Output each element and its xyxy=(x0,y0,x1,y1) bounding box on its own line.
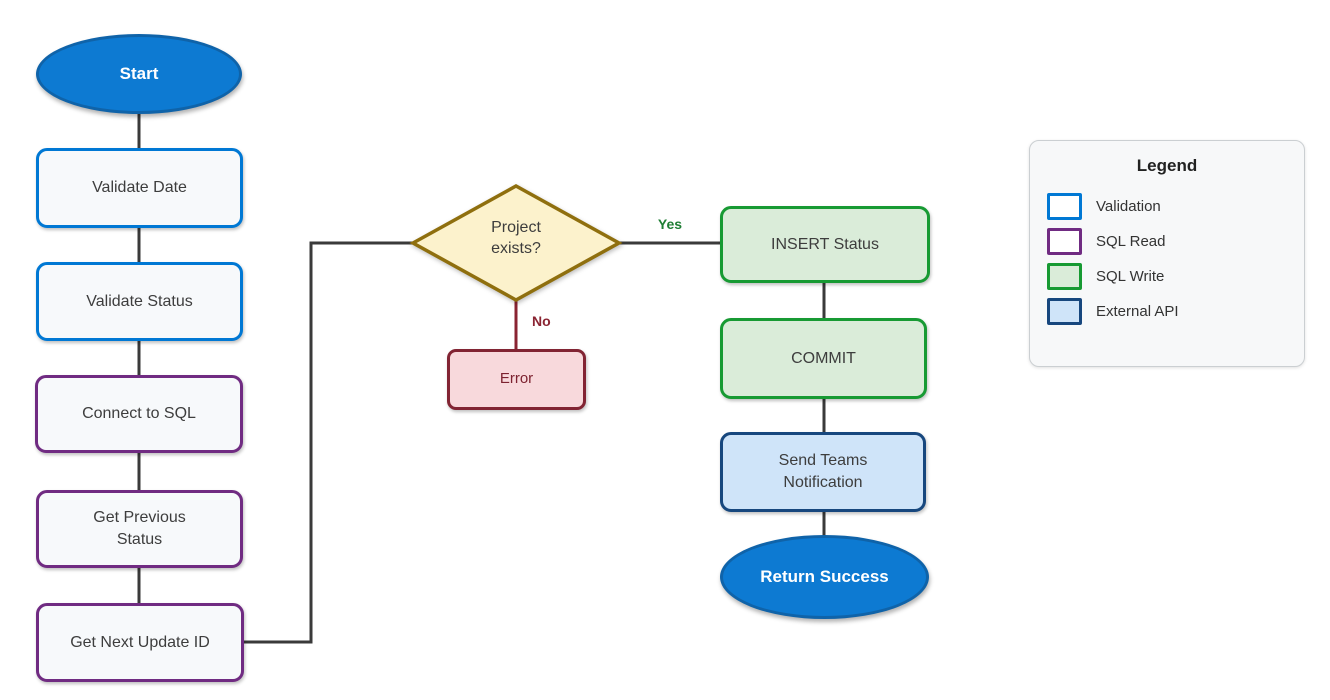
legend: Legend Validation SQL Read SQL Write Ext… xyxy=(1029,140,1305,367)
node-start-label: Start xyxy=(119,63,159,83)
node-error: Error xyxy=(447,349,586,410)
node-send-teams-notification-label: Send Teams Notification xyxy=(778,452,868,491)
legend-swatch-validation xyxy=(1047,193,1082,220)
legend-item-label: SQL Write xyxy=(1096,268,1165,285)
legend-item-label: SQL Read xyxy=(1096,233,1166,250)
legend-swatch-sql-write xyxy=(1047,263,1082,290)
node-error-label: Error xyxy=(499,370,534,388)
node-validate-status-label: Validate Status xyxy=(86,292,193,310)
legend-item: SQL Write xyxy=(1047,259,1287,294)
node-send-teams-notification: Send Teams Notification xyxy=(720,432,926,512)
node-insert-status-label: INSERT Status xyxy=(771,235,879,253)
node-get-previous-status-label: Get Previous Status xyxy=(93,509,186,548)
decision-project-exists-shape xyxy=(409,183,623,303)
legend-item-label: External API xyxy=(1096,303,1179,320)
node-get-next-update-id: Get Next Update ID xyxy=(36,603,244,682)
edge-label-yes: Yes xyxy=(657,216,683,232)
node-get-previous-status: Get Previous Status xyxy=(36,490,243,568)
legend-item: External API xyxy=(1047,294,1287,329)
legend-item-label: Validation xyxy=(1096,198,1161,215)
node-return-success: Return Success xyxy=(720,535,929,619)
edge-get-next-decision xyxy=(244,241,416,644)
node-get-next-update-id-label: Get Next Update ID xyxy=(70,633,210,651)
decision-project-exists: Project exists? xyxy=(491,219,541,257)
legend-swatch-sql-read xyxy=(1047,228,1082,255)
node-connect-to-sql-label: Connect to SQL xyxy=(82,405,196,423)
legend-item: Validation xyxy=(1047,189,1287,224)
node-commit: COMMIT xyxy=(720,318,927,399)
node-commit-label: COMMIT xyxy=(791,349,856,367)
legend-item: SQL Read xyxy=(1047,224,1287,259)
node-validate-date-label: Validate Date xyxy=(92,179,187,197)
edge-label-no: No xyxy=(532,313,551,329)
node-validate-date: Validate Date xyxy=(36,148,243,228)
node-validate-status: Validate Status xyxy=(36,262,243,341)
node-return-success-label: Return Success xyxy=(760,566,889,586)
node-start: Start xyxy=(36,34,242,114)
legend-title: Legend xyxy=(1136,156,1198,175)
legend-swatch-external-api xyxy=(1047,298,1082,325)
node-insert-status: INSERT Status xyxy=(720,206,930,283)
node-connect-to-sql: Connect to SQL xyxy=(35,375,243,453)
